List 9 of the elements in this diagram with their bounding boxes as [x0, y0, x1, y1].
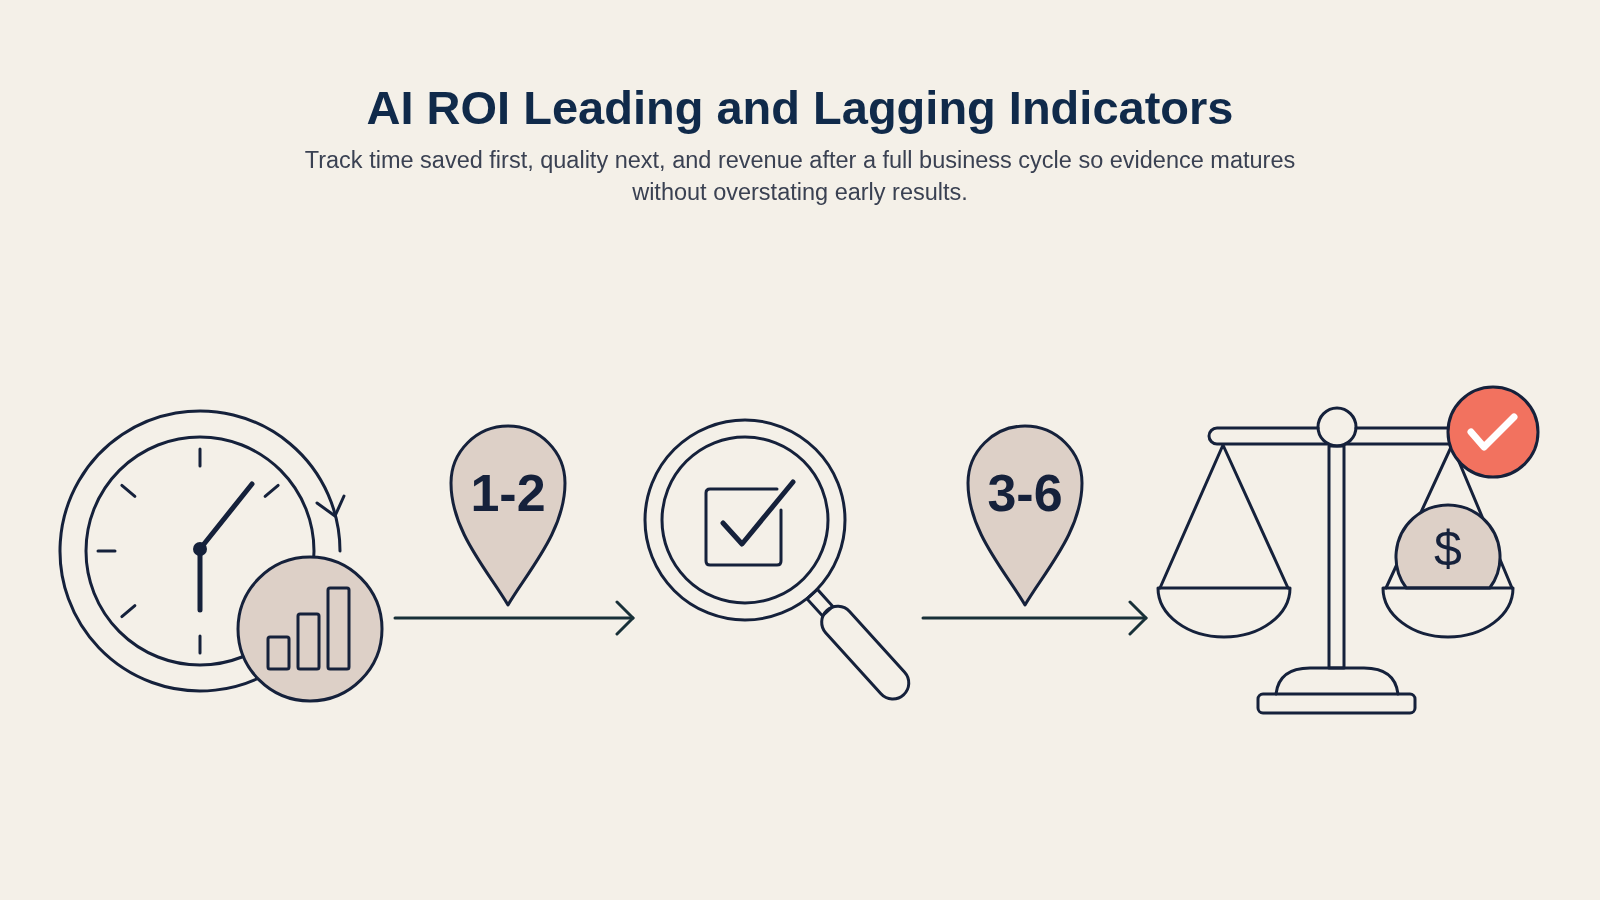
dollar-sign: $ — [1434, 524, 1462, 574]
subtitle: Track time saved first, quality next, and revenue after a full business cycle so evidence matures without overstating early results. — [303, 146, 1297, 207]
balance-scale-illustration — [1156, 385, 1540, 715]
arrow — [921, 600, 1148, 636]
pin-label: 3-6 — [987, 467, 1063, 519]
clock-bar-chart-illustration — [57, 408, 385, 704]
pin-label: 1-2 — [470, 467, 546, 519]
title: AI ROI Leading and Lagging Indicators — [366, 80, 1234, 136]
arrow — [393, 600, 635, 636]
